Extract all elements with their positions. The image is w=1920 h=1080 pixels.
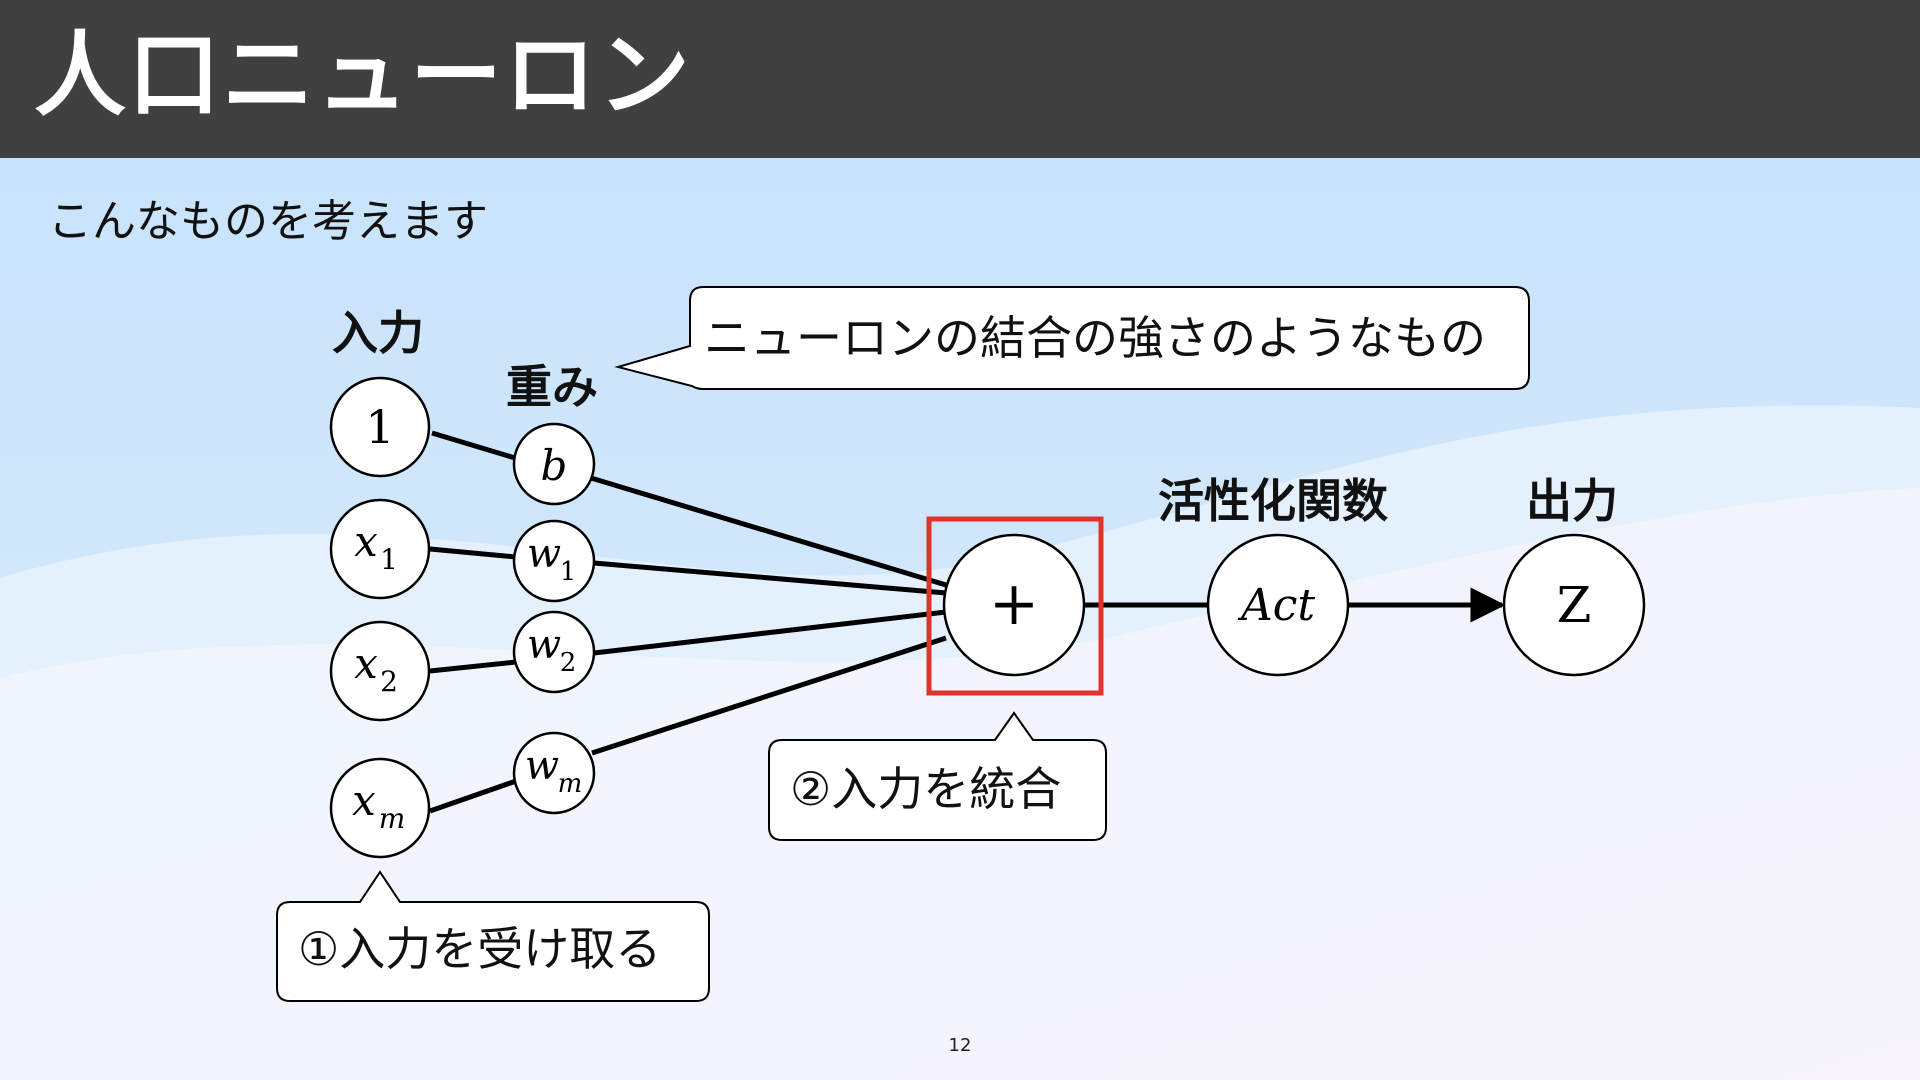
callout-weight-note-text: ニューロンの結合の強さのようなもの <box>704 311 1486 365</box>
weight-node-w1-sub: 1 <box>560 557 577 587</box>
edge-xm-wm <box>429 778 517 814</box>
input-node-xm: x m <box>329 757 431 859</box>
output-node: Z <box>1502 533 1646 677</box>
callout-receive-shape <box>276 870 710 1002</box>
input-node-x2-sub: 2 <box>380 665 398 698</box>
weight-node-wm-sub: m <box>558 769 583 799</box>
activation-node: Act <box>1206 533 1350 677</box>
weight-node-w2-var: w <box>527 622 561 668</box>
input-node-x1: x 1 <box>329 498 431 600</box>
label-input: 入力 <box>332 306 424 360</box>
label-weight: 重み <box>506 360 598 414</box>
edge-wm-sum <box>591 635 947 756</box>
edge-w1-sum <box>593 560 947 596</box>
edge-1-b <box>431 430 516 461</box>
input-node-x2: x 2 <box>329 620 431 722</box>
weight-node-w1-var: w <box>527 531 561 577</box>
callout-weight-note-shape <box>614 286 1530 390</box>
edge-x1-w1 <box>429 546 517 560</box>
callout-combine-shape <box>768 711 1107 841</box>
weight-node-wm-var: w <box>525 743 559 789</box>
weight-node-b-label: b <box>541 441 568 490</box>
subtitle: こんなものを考えます <box>48 196 488 247</box>
callout-combine-text: ②入力を統合 <box>790 762 1062 816</box>
label-output: 出力 <box>1526 474 1618 528</box>
weight-node-w2-sub: 2 <box>560 648 577 678</box>
input-node-xm-sub: m <box>379 802 406 835</box>
edge-x2-w2 <box>429 659 517 674</box>
label-activation: 活性化関数 <box>1158 474 1388 528</box>
input-node-bias: 1 <box>329 376 431 478</box>
input-node-x2-var: x <box>354 639 378 688</box>
activation-node-label: Act <box>1237 580 1315 631</box>
edge-w2-sum <box>593 609 947 656</box>
weight-node-b: b <box>512 422 596 506</box>
callout-receive-text: ①入力を受け取る <box>298 922 662 976</box>
input-node-bias-label: 1 <box>365 400 394 454</box>
title-bar: 人口ニューロン <box>0 0 1920 158</box>
weight-node-wm: w m <box>512 731 596 815</box>
edge-b-sum <box>590 475 947 588</box>
input-node-xm-var: x <box>352 776 376 825</box>
weight-node-w1: w 1 <box>512 519 596 603</box>
page-title: 人口ニューロン <box>34 22 693 129</box>
page-number: 12 <box>948 1035 972 1056</box>
sum-node: + <box>942 533 1086 677</box>
weight-node-w2: w 2 <box>512 610 596 694</box>
input-node-x1-var: x <box>354 517 378 566</box>
sum-highlight-box <box>926 516 1104 696</box>
output-node-label: Z <box>1557 576 1592 634</box>
input-node-x1-sub: 1 <box>380 543 398 576</box>
sum-node-label: + <box>989 569 1039 639</box>
